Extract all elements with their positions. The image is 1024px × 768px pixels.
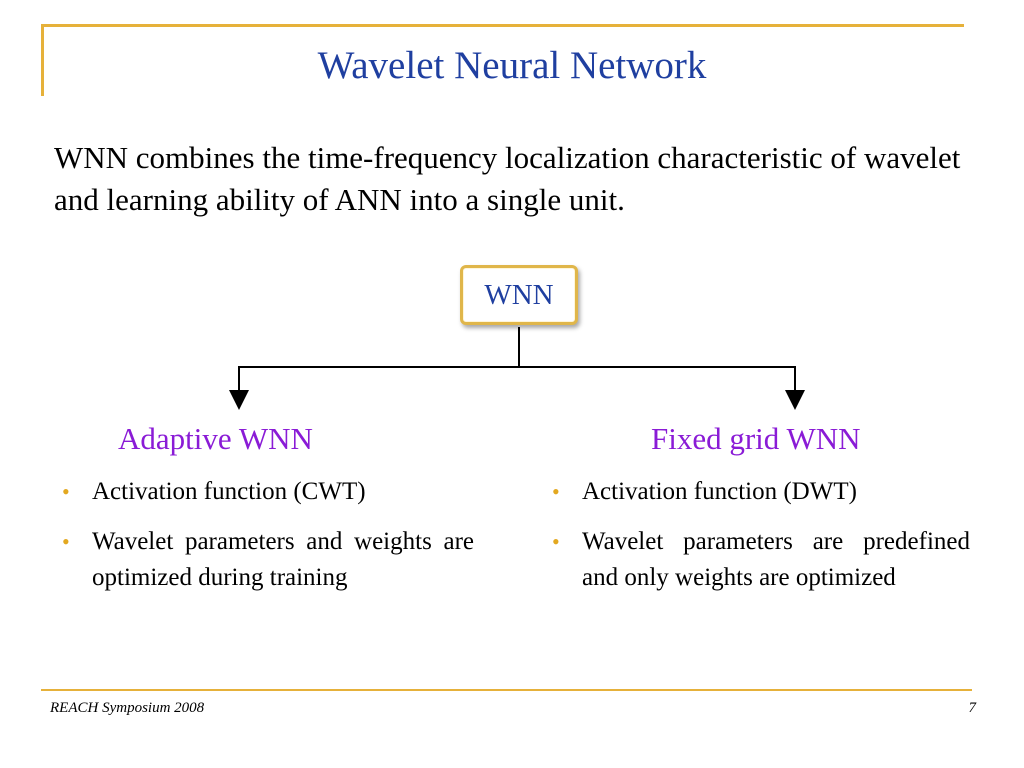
bullet-text: Wavelet parameters are predefined and on… bbox=[582, 528, 970, 591]
list-item: • Activation function (CWT) bbox=[56, 474, 474, 510]
list-item: • Wavelet parameters are predefined and … bbox=[546, 524, 970, 596]
list-item: • Wavelet parameters and weights are opt… bbox=[56, 524, 474, 596]
branch-title-adaptive: Adaptive WNN bbox=[118, 421, 313, 456]
adaptive-bullet-list: • Activation function (CWT) • Wavelet pa… bbox=[56, 474, 474, 610]
bullet-dot-icon: • bbox=[552, 529, 560, 554]
footer-event-label: REACH Symposium 2008 bbox=[50, 700, 205, 716]
bullet-text: Activation function (CWT) bbox=[92, 478, 366, 505]
bullet-text: Activation function (DWT) bbox=[582, 478, 857, 505]
footer-page-number: 7 bbox=[968, 700, 977, 716]
bullet-dot-icon: • bbox=[62, 529, 70, 554]
footer-rule bbox=[41, 689, 972, 691]
slide-title: Wavelet Neural Network bbox=[317, 44, 707, 87]
bullet-dot-icon: • bbox=[62, 479, 70, 504]
branch-title-fixed-grid: Fixed grid WNN bbox=[651, 421, 861, 456]
frame-top-rule bbox=[41, 24, 964, 27]
bullet-text: Wavelet parameters and weights are optim… bbox=[92, 528, 474, 591]
frame-left-rule bbox=[41, 24, 44, 96]
wnn-root-node: WNN bbox=[460, 265, 578, 325]
intro-text: WNN combines the time-frequency localiza… bbox=[54, 140, 961, 217]
fixed-grid-bullet-list: • Activation function (DWT) • Wavelet pa… bbox=[546, 474, 970, 610]
bullet-dot-icon: • bbox=[552, 479, 560, 504]
wnn-root-label: WNN bbox=[484, 278, 554, 311]
list-item: • Activation function (DWT) bbox=[546, 474, 970, 510]
